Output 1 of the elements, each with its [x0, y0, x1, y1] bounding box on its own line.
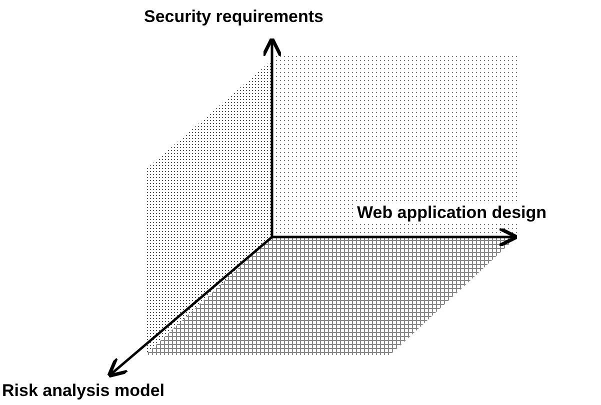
axis-label: Security requirements	[142, 7, 326, 27]
